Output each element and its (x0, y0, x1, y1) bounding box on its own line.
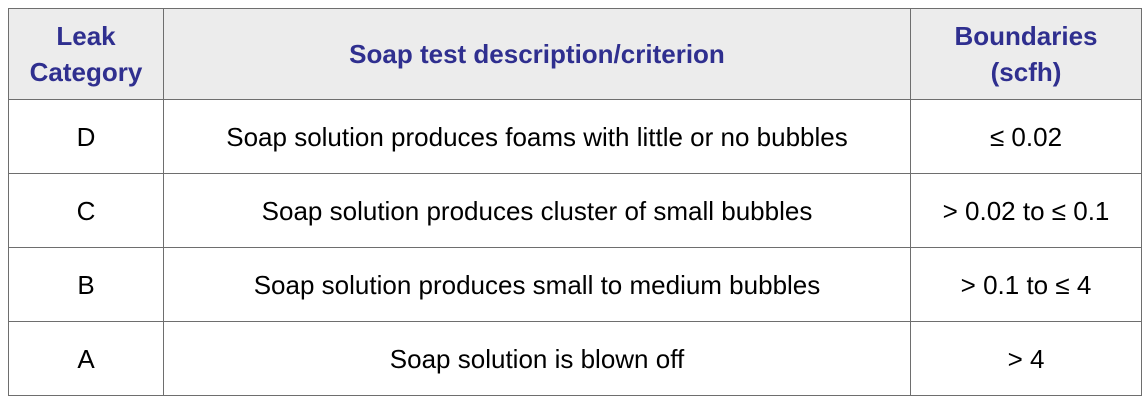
description-header: Soap test description/criterion (163, 8, 911, 100)
table-body: D Soap solution produces foams with litt… (8, 99, 1142, 396)
description-cell: Soap solution produces small to medium b… (163, 247, 911, 322)
boundaries-header-line2: (scfh) (990, 57, 1062, 87)
boundary-cell: ≤ 0.02 (910, 99, 1142, 174)
table-row: B Soap solution produces small to medium… (8, 247, 1142, 322)
table-row: A Soap solution is blown off > 4 (8, 321, 1142, 396)
leak-category-table-container: Leak Category Soap test description/crit… (8, 8, 1142, 396)
category-cell: A (8, 321, 164, 396)
boundary-cell: > 0.1 to ≤ 4 (910, 247, 1142, 322)
boundary-cell: > 4 (910, 321, 1142, 396)
category-cell: C (8, 173, 164, 248)
table-row: C Soap solution produces cluster of smal… (8, 173, 1142, 248)
leak-category-header-line2: Category (29, 57, 143, 87)
header-row: Leak Category Soap test description/crit… (8, 8, 1142, 100)
leak-category-header: Leak Category (8, 8, 164, 100)
description-cell: Soap solution produces cluster of small … (163, 173, 911, 248)
boundaries-header-line1: Boundaries (954, 21, 1098, 51)
category-cell: D (8, 99, 164, 174)
description-cell: Soap solution is blown off (163, 321, 911, 396)
boundary-cell: > 0.02 to ≤ 0.1 (910, 173, 1142, 248)
leak-category-header-line1: Leak (56, 21, 116, 51)
leak-category-table: Leak Category Soap test description/crit… (8, 8, 1142, 396)
table-row: D Soap solution produces foams with litt… (8, 99, 1142, 174)
boundaries-header: Boundaries (scfh) (910, 8, 1142, 100)
category-cell: B (8, 247, 164, 322)
table-header: Leak Category Soap test description/crit… (8, 8, 1142, 100)
description-cell: Soap solution produces foams with little… (163, 99, 911, 174)
